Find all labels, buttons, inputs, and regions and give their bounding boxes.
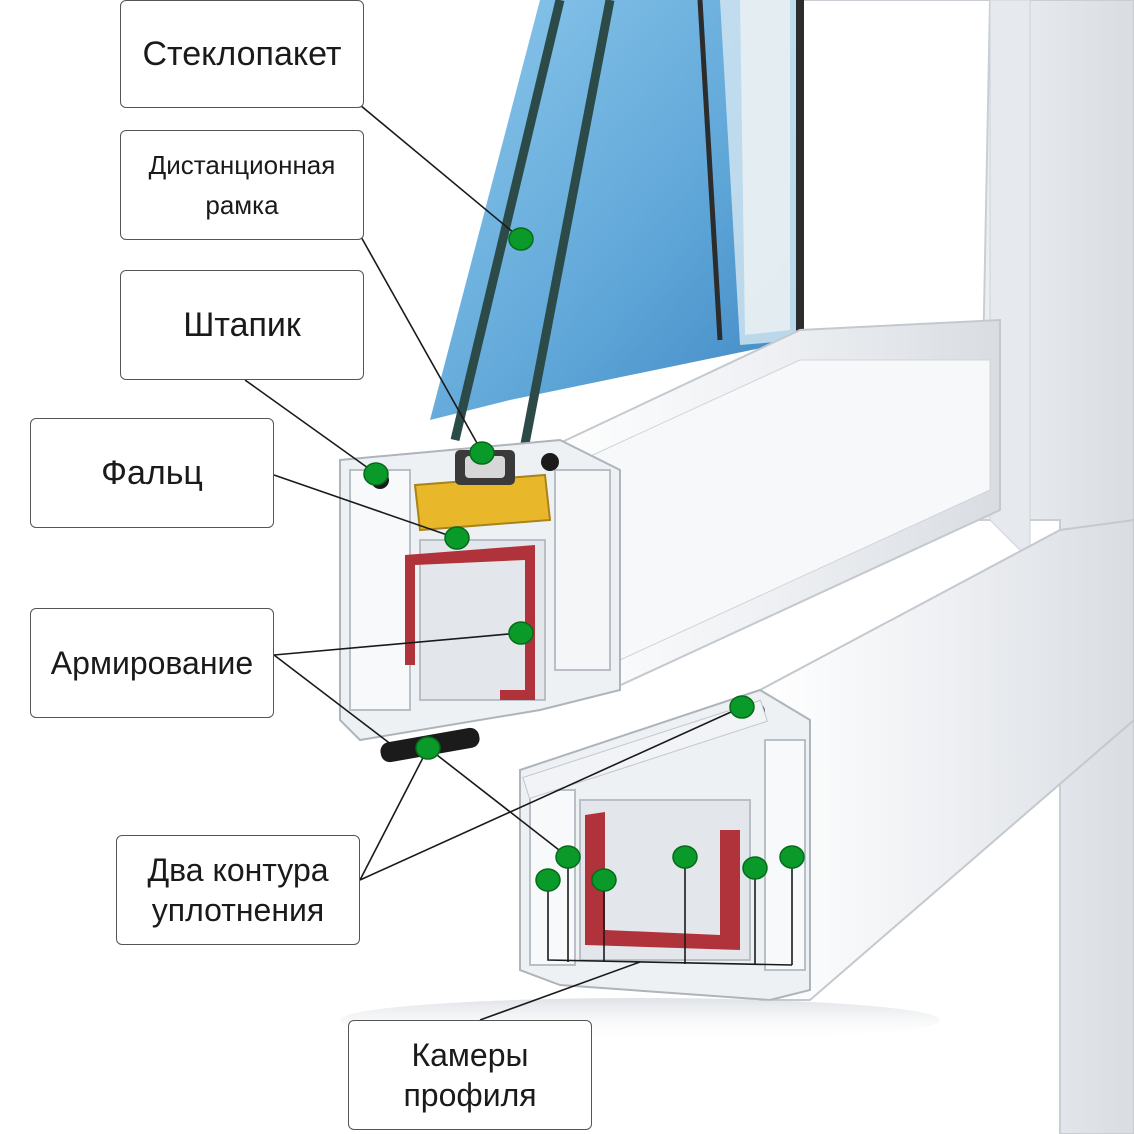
glass-unit [430,0,804,471]
label-glass-unit: Стеклопакет [120,0,364,108]
marker-reinforcement [508,621,534,645]
label-spacer-frame: Дистанционная рамка [120,130,364,240]
marker-spacer-frame [469,441,495,465]
marker-chamber-1 [535,868,561,892]
markers [363,227,805,892]
leader-seal-2 [359,706,743,881]
marker-glazing-bead [363,462,389,486]
leader-glass-unit [359,104,521,239]
marker-chamber-3 [591,868,617,892]
leader-reinforcement-1 [273,632,521,656]
leader-lines [244,104,793,1021]
marker-seal-lower [729,695,755,719]
frame-profile [380,518,1134,1002]
marker-chamber-4 [672,845,698,869]
label-seal-contours: Два контура уплотнения [116,835,360,945]
sash-profile [339,318,1001,742]
leader-reinforcement-2 [273,654,393,746]
marker-seal-upper [415,736,441,760]
leader-rebate [273,474,457,539]
leader-seal-3 [427,747,569,858]
marker-chamber-6 [779,845,805,869]
leader-spacer-frame [359,234,483,453]
label-reinforcement: Армирование [30,608,274,718]
label-rebate: Фальц [30,418,274,528]
marker-rebate [444,526,470,550]
marker-chamber-2 [555,845,581,869]
label-profile-chambers: Камеры профиля [348,1020,592,1130]
leader-chambers-main [479,961,641,1021]
marker-glass-unit [508,227,534,251]
label-glazing-bead: Штапик [120,270,364,380]
leader-chambers [547,880,793,966]
leader-seal-1 [359,747,429,881]
leader-glazing-bead [244,379,376,474]
marker-chamber-5 [742,856,768,880]
